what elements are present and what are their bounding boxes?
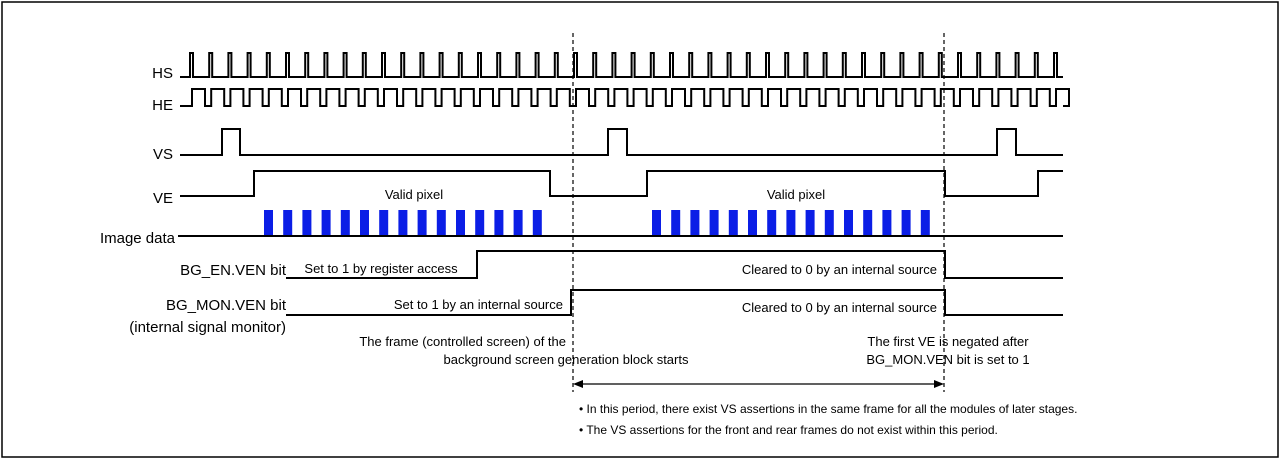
vs-label: VS bbox=[153, 146, 173, 163]
valid-pixel-block bbox=[532, 210, 542, 235]
valid-pixel-label-1: Valid pixel bbox=[385, 187, 443, 202]
valid-pixel-block bbox=[417, 210, 427, 235]
valid-pixel-block bbox=[456, 210, 465, 235]
valid-pixel-block bbox=[748, 210, 757, 235]
valid-pixel-block bbox=[824, 210, 834, 235]
ve-negated-annotation-line1: The first VE is negated after bbox=[867, 334, 1029, 349]
valid-pixel-block bbox=[513, 210, 523, 235]
valid-pixel-block bbox=[901, 210, 911, 235]
period-arrow-right-head bbox=[934, 380, 944, 388]
bg-en-clear-label: Cleared to 0 by an internal source bbox=[742, 262, 937, 277]
period-arrow-left-head bbox=[573, 380, 583, 388]
bg-mon-sublabel: (internal signal monitor) bbox=[129, 319, 286, 336]
bg-mon-set-label: Set to 1 by an internal source bbox=[394, 297, 563, 312]
valid-pixel-block bbox=[652, 210, 661, 235]
image-data-label: Image data bbox=[100, 230, 176, 247]
bg-en-label: BG_EN.VEN bit bbox=[180, 262, 287, 279]
valid-pixel-block bbox=[340, 210, 350, 235]
valid-pixel-block bbox=[882, 210, 892, 235]
valid-pixel-block bbox=[920, 210, 930, 235]
valid-pixel-block bbox=[321, 210, 331, 235]
bg-en-set-label: Set to 1 by register access bbox=[304, 261, 458, 276]
valid-pixel-block bbox=[283, 210, 293, 235]
valid-pixel-block bbox=[475, 210, 485, 235]
valid-pixel-block bbox=[728, 210, 738, 235]
valid-pixel-block bbox=[264, 210, 273, 235]
bg-mon-clear-label: Cleared to 0 by an internal source bbox=[742, 300, 937, 315]
valid-pixel-block bbox=[436, 210, 446, 235]
ve-label: VE bbox=[153, 190, 173, 207]
hs-waveform bbox=[180, 52, 1063, 78]
bg-mon-label: BG_MON.VEN bit bbox=[166, 297, 287, 314]
valid-pixel-block bbox=[379, 210, 389, 235]
he-label: HE bbox=[152, 97, 173, 114]
bg-en-waveform bbox=[286, 250, 1063, 279]
ve-waveform bbox=[180, 170, 1063, 197]
period-note-1: • In this period, there exist VS asserti… bbox=[579, 402, 1077, 416]
frame-start-annotation-line1: The frame (controlled screen) of the bbox=[359, 334, 566, 349]
frame-start-annotation-line2: background screen generation block start… bbox=[444, 352, 689, 367]
he-waveform bbox=[180, 88, 1070, 107]
valid-pixel-block bbox=[398, 210, 408, 235]
valid-pixel-block bbox=[786, 210, 796, 235]
valid-pixel-block bbox=[671, 210, 681, 235]
valid-pixel-block bbox=[494, 210, 504, 235]
valid-pixel-block bbox=[360, 210, 369, 235]
valid-pixel-block bbox=[302, 210, 312, 235]
period-note-2: • The VS assertions for the front and re… bbox=[579, 423, 998, 437]
valid-pixel-blocks bbox=[264, 210, 930, 235]
valid-pixel-block bbox=[863, 210, 873, 235]
valid-pixel-block bbox=[690, 210, 700, 235]
vs-waveform bbox=[180, 128, 1063, 156]
ve-negated-annotation-line2: BG_MON.VEN bit is set to 1 bbox=[866, 352, 1029, 367]
valid-pixel-block bbox=[844, 210, 853, 235]
valid-pixel-block bbox=[805, 210, 815, 235]
valid-pixel-block bbox=[709, 210, 719, 235]
valid-pixel-block bbox=[767, 210, 777, 235]
hs-label: HS bbox=[152, 65, 173, 82]
valid-pixel-label-2: Valid pixel bbox=[767, 187, 825, 202]
bg-mon-waveform bbox=[286, 289, 1063, 316]
